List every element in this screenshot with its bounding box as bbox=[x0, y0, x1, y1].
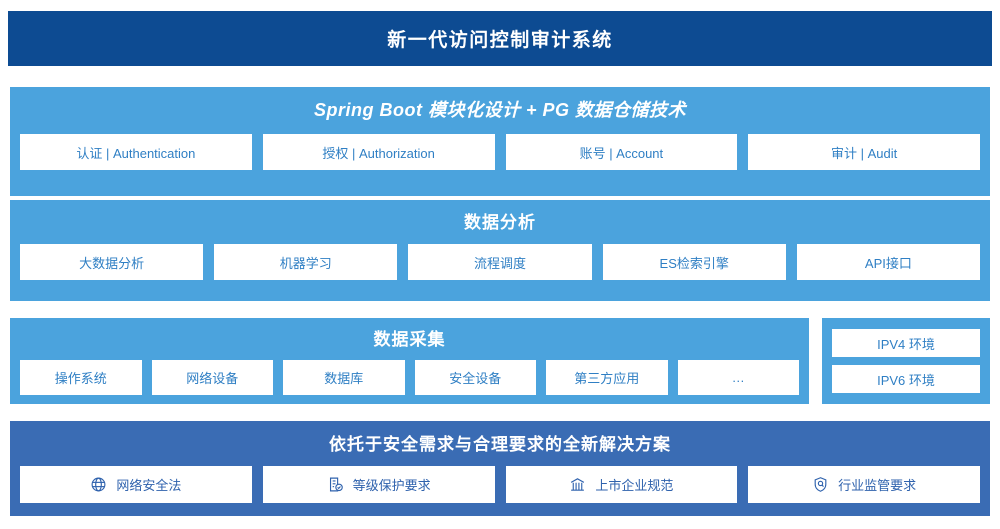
solution-card-classified-protection[interactable]: 等级保护要求 bbox=[262, 466, 495, 503]
solution-card-industry-supervision[interactable]: 行业监管要求 bbox=[748, 466, 980, 503]
analysis-card-api[interactable]: API接口 bbox=[796, 244, 981, 280]
solution-card-listed-company-standard[interactable]: 上市企业规范 bbox=[505, 466, 738, 503]
collection-card-network-device[interactable]: 网络设备 bbox=[151, 360, 273, 395]
data-analysis-card-list: 大数据分析 机器学习 流程调度 ES检索引擎 API接口 bbox=[20, 244, 981, 280]
data-collection-inner: 数据采集 操作系统 网络设备 数据库 安全设备 第三方应用 … bbox=[8, 316, 811, 406]
data-collection-card-list: 操作系统 网络设备 数据库 安全设备 第三方应用 … bbox=[20, 360, 799, 395]
platform-layer-title: Spring Boot 模块化设计 + PG 数据仓储技术 bbox=[313, 100, 686, 120]
platform-card-audit[interactable]: 审计 | Audit bbox=[748, 134, 980, 170]
platform-card-account[interactable]: 账号 | Account bbox=[505, 134, 738, 170]
header-banner: 新一代访问控制审计系统 bbox=[8, 11, 992, 66]
solution-card-label: 上市企业规范 bbox=[595, 478, 674, 493]
environment-card-ipv4[interactable]: IPV4 环境 bbox=[832, 329, 980, 357]
collection-card-third-party-app[interactable]: 第三方应用 bbox=[546, 360, 668, 395]
bank-building-icon bbox=[569, 476, 586, 493]
solution-panel: 依托于安全需求与合理要求的全新解决方案 网络安全法 bbox=[8, 419, 992, 518]
platform-card-authentication[interactable]: 认证 | Authentication bbox=[20, 134, 252, 170]
data-collection-panel: 数据采集 操作系统 网络设备 数据库 安全设备 第三方应用 … bbox=[8, 316, 811, 406]
solution-inner: 依托于安全需求与合理要求的全新解决方案 网络安全法 bbox=[8, 419, 992, 518]
data-analysis-title: 数据分析 bbox=[464, 213, 536, 232]
document-check-icon bbox=[327, 476, 344, 493]
platform-card-list: 认证 | Authentication 授权 | Authorization 账… bbox=[20, 134, 980, 170]
platform-layer-panel: Spring Boot 模块化设计 + PG 数据仓储技术 认证 | Authe… bbox=[8, 85, 992, 198]
analysis-card-es-search-engine[interactable]: ES检索引擎 bbox=[602, 244, 786, 280]
ip-environment-panel: IPV4 环境 IPV6 环境 bbox=[820, 316, 992, 406]
solution-title: 依托于安全需求与合理要求的全新解决方案 bbox=[329, 435, 671, 454]
data-analysis-panel: 数据分析 大数据分析 机器学习 流程调度 ES检索引擎 API接口 bbox=[8, 198, 992, 303]
platform-card-authorization[interactable]: 授权 | Authorization bbox=[262, 134, 495, 170]
analysis-card-bigdata[interactable]: 大数据分析 bbox=[20, 244, 204, 280]
collection-card-more[interactable]: … bbox=[677, 360, 799, 395]
collection-card-operating-system[interactable]: 操作系统 bbox=[20, 360, 142, 395]
solution-card-label: 网络安全法 bbox=[116, 478, 182, 493]
page-title: 新一代访问控制审计系统 bbox=[387, 30, 613, 51]
shield-search-icon bbox=[812, 476, 829, 493]
solution-card-cybersecurity-law[interactable]: 网络安全法 bbox=[20, 466, 252, 503]
globe-icon bbox=[90, 476, 107, 493]
solution-card-list: 网络安全法 等级保护要求 bbox=[20, 466, 980, 503]
collection-card-database[interactable]: 数据库 bbox=[283, 360, 405, 395]
solution-card-label: 行业监管要求 bbox=[838, 478, 917, 493]
data-analysis-inner: 数据分析 大数据分析 机器学习 流程调度 ES检索引擎 API接口 bbox=[8, 198, 992, 303]
solution-card-label: 等级保护要求 bbox=[352, 478, 431, 493]
analysis-card-machine-learning[interactable]: 机器学习 bbox=[214, 244, 398, 280]
environment-card-ipv6[interactable]: IPV6 环境 bbox=[832, 365, 980, 393]
ip-environment-inner: IPV4 环境 IPV6 环境 bbox=[820, 316, 992, 406]
data-collection-title: 数据采集 bbox=[373, 330, 446, 349]
analysis-card-process-scheduling[interactable]: 流程调度 bbox=[408, 244, 592, 280]
collection-card-security-device[interactable]: 安全设备 bbox=[414, 360, 536, 395]
platform-layer-inner: Spring Boot 模块化设计 + PG 数据仓储技术 认证 | Authe… bbox=[8, 85, 992, 198]
